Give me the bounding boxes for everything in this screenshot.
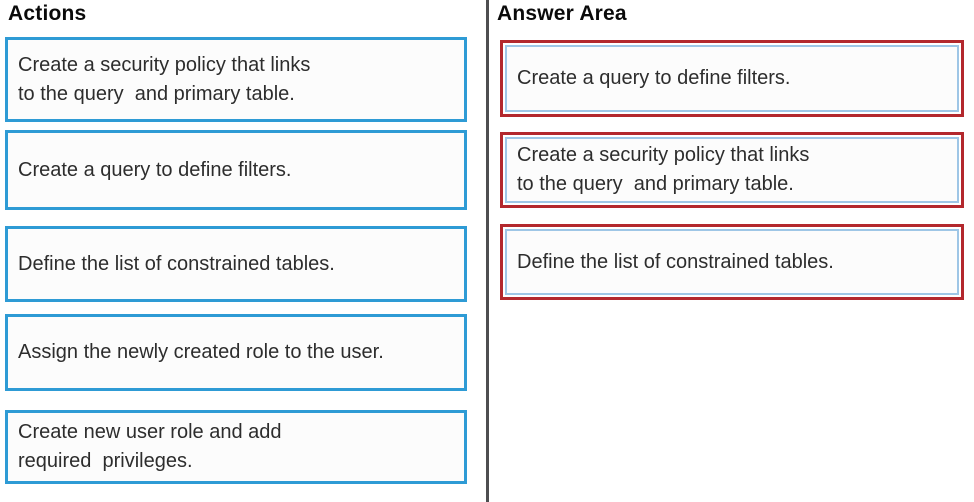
- action-item-label: Define the list of constrained tables.: [18, 252, 335, 275]
- action-item-label: Create new user role and add required pr…: [18, 421, 282, 472]
- answer-area-column-title: Answer Area: [497, 2, 627, 25]
- action-item-create-user-role[interactable]: Create new user role and add required pr…: [5, 410, 467, 484]
- action-item-create-query[interactable]: Create a query to define filters.: [5, 130, 467, 210]
- answer-slot-3[interactable]: Define the list of constrained tables.: [500, 224, 964, 300]
- column-divider: [486, 0, 489, 502]
- actions-column-title: Actions: [8, 2, 87, 25]
- action-item-constrained-tables[interactable]: Define the list of constrained tables.: [5, 226, 467, 302]
- action-item-label: Assign the newly created role to the use…: [18, 341, 384, 363]
- answer-item-label: Create a security policy that links to t…: [517, 144, 810, 195]
- answer-slot-inner: Create a query to define filters.: [505, 45, 959, 112]
- answer-slot-inner: Create a security policy that links to t…: [505, 137, 959, 203]
- answer-slot-1[interactable]: Create a query to define filters.: [500, 40, 964, 117]
- answer-slot-inner: Define the list of constrained tables.: [505, 229, 959, 295]
- action-item-assign-role[interactable]: Assign the newly created role to the use…: [5, 314, 467, 391]
- answer-item-label: Create a query to define filters.: [517, 67, 791, 89]
- action-item-label: Create a security policy that links to t…: [18, 53, 311, 105]
- action-item-security-policy[interactable]: Create a security policy that links to t…: [5, 37, 467, 122]
- answer-slot-2[interactable]: Create a security policy that links to t…: [500, 132, 964, 208]
- action-item-label: Create a query to define filters.: [18, 158, 292, 181]
- answer-item-label: Define the list of constrained tables.: [517, 250, 834, 273]
